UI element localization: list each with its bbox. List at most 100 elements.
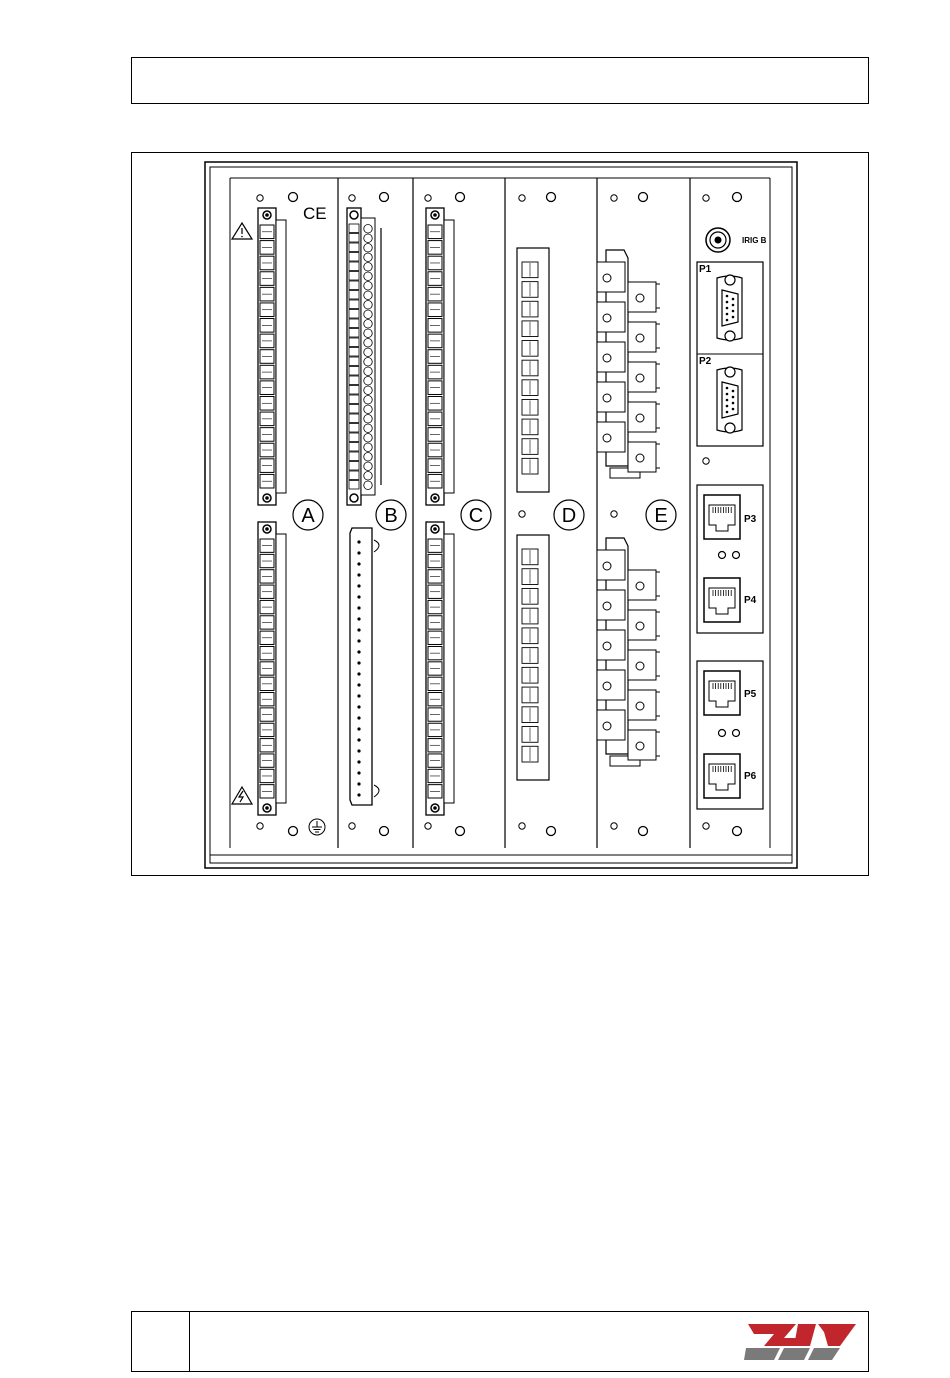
terminal-hole bbox=[364, 310, 373, 319]
slot-label-a: A bbox=[301, 505, 315, 527]
pin bbox=[357, 705, 360, 708]
screw-small bbox=[257, 823, 263, 829]
screw-small bbox=[257, 195, 263, 201]
terminal-cell bbox=[349, 338, 359, 347]
pin bbox=[357, 562, 360, 565]
terminal-screw-dot bbox=[433, 213, 437, 217]
slot-e-port-hole bbox=[636, 334, 644, 342]
terminal-block-side bbox=[276, 220, 286, 493]
db9-connector-p1-icon bbox=[717, 275, 742, 341]
terminal-hole bbox=[364, 253, 373, 262]
screw-large bbox=[547, 193, 556, 202]
terminal-block bbox=[258, 522, 286, 815]
db9-face bbox=[722, 290, 738, 326]
terminal-hole bbox=[364, 320, 373, 329]
pin bbox=[357, 551, 360, 554]
ce-mark: CE bbox=[303, 204, 327, 223]
db9-pin bbox=[726, 393, 729, 396]
pin bbox=[357, 716, 360, 719]
db9-pin bbox=[726, 295, 729, 298]
bnc-connector-pin bbox=[715, 237, 722, 244]
terminal-hole bbox=[364, 367, 373, 376]
db9-pin bbox=[732, 310, 735, 313]
pin bbox=[357, 683, 360, 686]
terminal-hole bbox=[364, 377, 373, 386]
screw-small bbox=[519, 195, 525, 201]
status-led-icon bbox=[733, 730, 740, 737]
terminal-hole bbox=[364, 348, 373, 357]
slot-e-port-hole bbox=[603, 274, 611, 282]
screw-small bbox=[425, 195, 431, 201]
terminal-screw-dot bbox=[265, 806, 269, 810]
pin bbox=[357, 639, 360, 642]
terminal-cell bbox=[349, 272, 359, 281]
port-label-p5: P5 bbox=[744, 689, 757, 700]
terminal-screw-dot bbox=[265, 496, 269, 500]
terminal-screw-dot bbox=[265, 213, 269, 217]
screw-large bbox=[380, 193, 389, 202]
terminal-hole bbox=[364, 225, 373, 234]
terminal-cell bbox=[349, 310, 359, 319]
screw-small bbox=[703, 823, 709, 829]
pin bbox=[357, 793, 360, 796]
terminal-hole bbox=[364, 329, 373, 338]
pin bbox=[357, 650, 360, 653]
db9-screw bbox=[725, 331, 735, 341]
terminal-hole bbox=[364, 301, 373, 310]
db9-pin bbox=[726, 399, 729, 402]
terminal-screw-dot bbox=[433, 527, 437, 531]
pin bbox=[357, 661, 360, 664]
terminal-hole bbox=[364, 472, 373, 481]
terminal-hole bbox=[364, 339, 373, 348]
irig-b-label: IRIG B bbox=[742, 236, 767, 245]
pin bbox=[357, 606, 360, 609]
screw-large bbox=[456, 193, 465, 202]
slot-e-port-hole bbox=[636, 414, 644, 422]
terminal-cell bbox=[349, 433, 359, 442]
pin bbox=[357, 672, 360, 675]
terminal-block bbox=[426, 208, 454, 505]
terminal-screw-dot bbox=[433, 496, 437, 500]
terminal-hole bbox=[364, 386, 373, 395]
terminal-screw-dot bbox=[433, 806, 437, 810]
terminal-cell bbox=[349, 319, 359, 328]
slot-e-port-hole bbox=[603, 394, 611, 402]
terminal-hole bbox=[364, 462, 373, 471]
screw-large bbox=[547, 827, 556, 836]
terminal-block-side bbox=[276, 534, 286, 803]
terminal-cell bbox=[349, 414, 359, 423]
slot-e-port-hole bbox=[603, 314, 611, 322]
terminal-screw-dot bbox=[265, 527, 269, 531]
db9-pin bbox=[732, 402, 735, 405]
terminal-hole bbox=[364, 291, 373, 300]
pin bbox=[357, 584, 360, 587]
screw-large bbox=[639, 193, 648, 202]
terminal-screw bbox=[350, 211, 358, 219]
terminal-hole bbox=[364, 443, 373, 452]
terminal-hole bbox=[364, 282, 373, 291]
terminal-hole bbox=[364, 434, 373, 443]
terminal-cell bbox=[349, 329, 359, 338]
terminal-hole bbox=[364, 405, 373, 414]
pin bbox=[357, 727, 360, 730]
db9-pin bbox=[726, 411, 729, 414]
rj45-port-p6-icon bbox=[704, 754, 740, 798]
terminal-block bbox=[426, 522, 454, 815]
slot-label-e: E bbox=[654, 505, 667, 527]
screw-small bbox=[611, 823, 617, 829]
db9-pin bbox=[732, 298, 735, 301]
terminal-hole bbox=[364, 481, 373, 490]
slot-e-port-hole bbox=[636, 662, 644, 670]
pin bbox=[357, 760, 360, 763]
screw-large bbox=[289, 827, 298, 836]
db9-pin bbox=[732, 396, 735, 399]
terminal-cell bbox=[349, 348, 359, 357]
status-led-icon bbox=[733, 552, 740, 559]
terminal-cell bbox=[349, 424, 359, 433]
db9-face bbox=[722, 382, 738, 418]
terminal-hole bbox=[364, 234, 373, 243]
screw-large bbox=[733, 193, 742, 202]
terminal-cell bbox=[349, 376, 359, 385]
slot-e-port-hole bbox=[603, 722, 611, 730]
